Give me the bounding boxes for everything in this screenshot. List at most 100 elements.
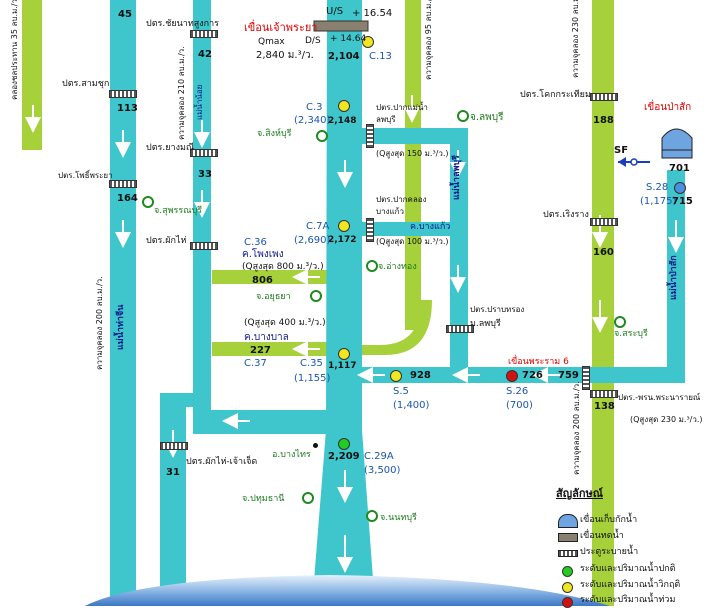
gate-junction bbox=[582, 366, 590, 390]
station-c29a-code: C.29A bbox=[364, 451, 394, 462]
flow-701: 701 bbox=[669, 163, 690, 174]
canal-phong-phaeng bbox=[212, 270, 342, 284]
river-noi-label: แม่น้ำน้อย bbox=[195, 84, 204, 120]
dot-c3 bbox=[338, 100, 350, 112]
reg-borommathat: ปตร.ชัยนาทสูงการ bbox=[146, 19, 219, 29]
station-c7a-code: C.7A bbox=[306, 221, 330, 232]
lopburi-qmax-2: (Qสูงสุด 100 ม.³/ว.) bbox=[376, 237, 449, 246]
flow-2209: 2,209 bbox=[328, 451, 360, 462]
canal-bang-ban bbox=[212, 342, 352, 356]
reg-rewa: ปตร.เริงราง bbox=[543, 210, 589, 220]
legend-item-gate: ประตูระบายน้ำ bbox=[580, 547, 639, 557]
ring-angthong bbox=[366, 260, 378, 272]
legend-title: สัญลักษณ์ bbox=[556, 487, 603, 500]
legend-gate-icon bbox=[558, 550, 578, 557]
gate-phak-hai-chaophrachet bbox=[160, 442, 188, 450]
flow-1117: 1,117 bbox=[328, 361, 357, 371]
prov-nonthaburi: จ.นนทบุรี bbox=[380, 513, 417, 523]
dot-c13 bbox=[362, 36, 374, 48]
station-c13: C.13 bbox=[369, 51, 392, 62]
station-s28-value: (1,175) bbox=[640, 196, 677, 207]
prov-bang-sai: อ.บางไทร bbox=[272, 450, 311, 460]
flow-45: 45 bbox=[118, 9, 132, 20]
river-tha-chin bbox=[110, 0, 136, 606]
pasak-dam-name: เขื่อนป่าสัก bbox=[644, 102, 692, 113]
chao-phraya-dam-name: เขื่อนเจ้าพระยา bbox=[244, 21, 318, 34]
station-c29a-value: (3,500) bbox=[364, 465, 401, 476]
canal-right-green bbox=[592, 0, 614, 606]
canal-far-left bbox=[22, 0, 42, 150]
river-lopburi-label: แม่น้ำลพบุรี bbox=[452, 155, 462, 200]
dot-s5 bbox=[390, 370, 402, 382]
gate-pra-sop bbox=[446, 325, 474, 333]
reg-bang-kaeo-1: ปตร.ปากคลอง bbox=[376, 195, 427, 204]
legend-critical-dot-icon bbox=[562, 582, 573, 593]
legend-normal-dot-icon bbox=[562, 566, 573, 577]
flow-2172: 2,172 bbox=[328, 235, 357, 245]
dot-c35 bbox=[338, 348, 350, 360]
station-s5-value: (1,400) bbox=[393, 400, 430, 411]
reg-pho-phraya: ปตร.โพธิ์พระยา bbox=[58, 171, 113, 180]
station-s5-code: S.5 bbox=[393, 386, 409, 397]
station-c35-value: (1,155) bbox=[294, 373, 331, 384]
river-lopburi-v bbox=[450, 128, 468, 378]
prov-pathumthani: จ.ปทุมธานี bbox=[242, 494, 285, 504]
legend-item-storage-dam: เขื่อนเก็บกักน้ำ bbox=[580, 515, 638, 525]
flow-726: 726 bbox=[522, 370, 543, 381]
bang-sai-point bbox=[313, 443, 318, 448]
gate-phak-hai bbox=[190, 242, 218, 250]
canal-curve bbox=[350, 300, 432, 355]
reg-khok-kathiam: ปตร.โคกกระเทียม bbox=[520, 90, 591, 100]
canal-bang-kaeo-label: ค.บางแก้ว bbox=[410, 222, 451, 232]
lopburi-qmax-1: (Qสูงสุด 150 ม.³/ว.) bbox=[376, 149, 449, 158]
legend-item-diversion-dam: เขื่อนทดน้ำ bbox=[580, 531, 624, 541]
reg-rama6-qmax: (Qสูงสุด 230 ม.³/ว.) bbox=[630, 415, 703, 424]
station-c35-code: C.35 bbox=[300, 358, 323, 369]
canal-230-label: ความจุคลอง 230 ลบ.ม./ว. bbox=[571, 0, 580, 78]
loop-mid bbox=[355, 222, 455, 236]
canal-phong-phaeng-name: ค.โพงเพง bbox=[242, 249, 284, 260]
dot-s28 bbox=[674, 182, 686, 194]
gate-bang-kaeo bbox=[366, 218, 374, 242]
gate-sam-chuk bbox=[109, 90, 137, 98]
gate-pho-phraya bbox=[109, 180, 137, 188]
reg-phak-hai: ปตร.ผักไห่ bbox=[146, 236, 187, 246]
prov-angthong: จ.อ่างทอง bbox=[378, 262, 417, 272]
legend-storage-dam-icon bbox=[558, 514, 578, 528]
sf-label: SF bbox=[614, 145, 629, 156]
station-c36: C.36 bbox=[244, 237, 267, 248]
reg-bang-kaeo-2: บางแก้ว bbox=[376, 207, 404, 216]
branch-down bbox=[160, 393, 186, 606]
reg-pra-sop-2: ม.ลพบุรี bbox=[470, 319, 501, 329]
station-c3-code: C.3 bbox=[306, 102, 323, 113]
flow-160: 160 bbox=[593, 247, 614, 258]
legend-item-normal: ระดับและปริมาณน้ำปกติ bbox=[580, 564, 676, 574]
flow-188: 188 bbox=[593, 115, 614, 126]
gate-khok-kathiam bbox=[590, 93, 618, 101]
pasak-dam-icon bbox=[661, 128, 693, 153]
canal-200-label: ความจุคลอง 200 ลบ.ม./ว. bbox=[95, 276, 104, 370]
gate-rewa bbox=[590, 218, 618, 226]
station-s28-code: S.28 bbox=[646, 182, 669, 193]
reg-pra-sop-1: ปตร.ปราบทรอง bbox=[470, 305, 525, 314]
chao-phraya-dam-icon bbox=[313, 20, 369, 32]
canal-210-label: ความจุคลอง 210 ลบ.ม./ว. bbox=[177, 46, 186, 140]
ring-nonthaburi bbox=[366, 510, 378, 522]
gate-yang-mani bbox=[190, 149, 218, 157]
ring-saraburi bbox=[614, 316, 626, 328]
flow-164: 164 bbox=[117, 193, 138, 204]
canal-top-center bbox=[405, 0, 421, 330]
us-value: + 16.54 bbox=[352, 8, 393, 19]
flow-2104: 2,104 bbox=[328, 51, 360, 62]
flow-33: 33 bbox=[198, 169, 212, 180]
dot-s26 bbox=[506, 370, 518, 382]
station-c37: C.37 bbox=[244, 358, 267, 369]
gate-borommathat bbox=[190, 30, 218, 38]
ring-lopburi bbox=[457, 110, 469, 122]
ring-ayutthaya bbox=[310, 290, 322, 302]
legend: สัญลักษณ์ เขื่อนเก็บกักน้ำ เขื่อนทดน้ำ ป… bbox=[550, 487, 710, 608]
ring-pathumthani bbox=[302, 492, 314, 504]
river-pasak-v bbox=[667, 170, 685, 383]
